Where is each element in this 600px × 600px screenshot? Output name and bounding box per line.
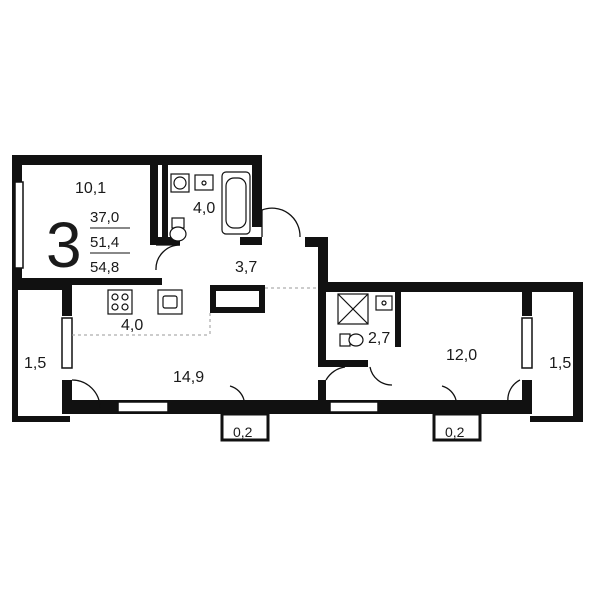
- stove-icon: [107, 289, 133, 315]
- area-bathroom: 4,0: [193, 200, 215, 217]
- area-loggia-right: 0,2: [445, 424, 465, 440]
- fixtures: [107, 171, 393, 347]
- window-right-room: [329, 401, 379, 413]
- area-shower-room: 2,7: [368, 330, 390, 347]
- room-labels: 10,1 4,0 3,7 4,0 14,9 2,7 12,0 1,5 1,5 0…: [24, 180, 571, 440]
- area-loggia-left: 0,2: [233, 424, 253, 440]
- loggias: [220, 412, 482, 442]
- window-balcony-left: [61, 317, 73, 369]
- area-bedroom-right: 12,0: [446, 347, 477, 364]
- window-balcony-right: [521, 317, 533, 369]
- room-count: 3: [46, 209, 82, 281]
- living-area: 37,0: [90, 209, 119, 226]
- window-bedroom-left: [14, 181, 24, 269]
- area-balcony-left: 1,5: [24, 355, 46, 372]
- doors: [71, 207, 521, 409]
- area-balcony-right: 1,5: [549, 355, 571, 372]
- windows: [14, 181, 533, 413]
- zone-lines: [72, 287, 318, 336]
- total-area: 51,4: [90, 234, 119, 251]
- area-kitchen: 4,0: [121, 317, 143, 334]
- area-hallway: 3,7: [235, 259, 257, 276]
- total-area-with-balconies: 54,8: [90, 259, 119, 276]
- interior-walls: [12, 165, 401, 410]
- area-living-room: 14,9: [173, 369, 204, 386]
- summary-block: 3 37,0 51,4 54,8: [46, 209, 130, 281]
- area-bedroom-top-left: 10,1: [75, 180, 106, 197]
- window-living: [117, 401, 169, 413]
